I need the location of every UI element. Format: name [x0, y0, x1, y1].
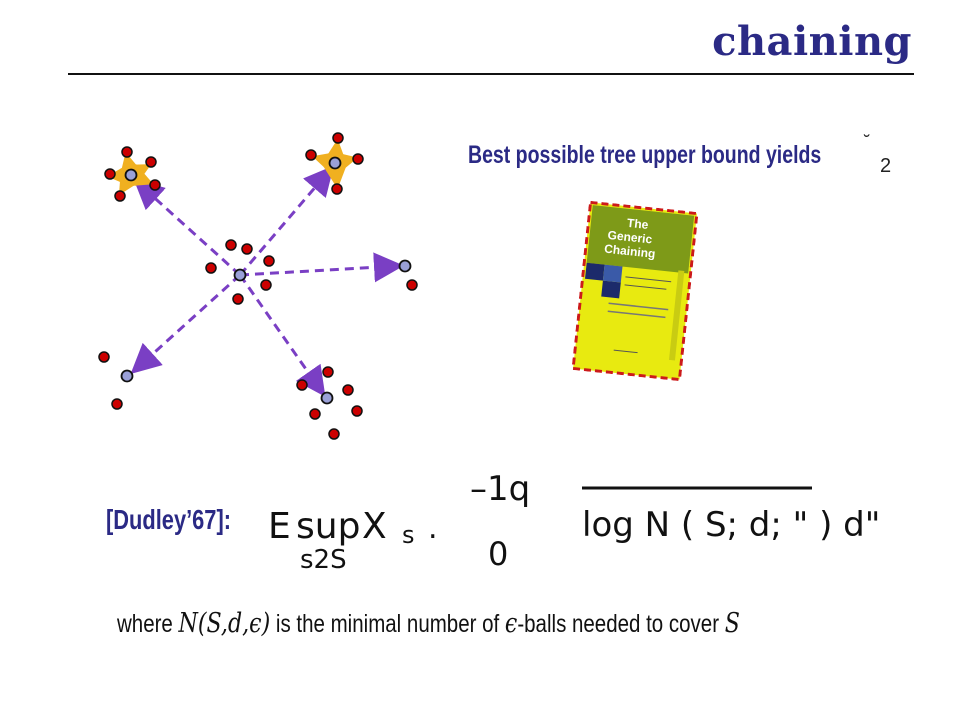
arrow-to-topright [238, 165, 334, 276]
definition-text-2: -balls needed to cover [517, 610, 720, 638]
formula-integral-bottom: 0 [488, 535, 508, 573]
book-title-line2: Generic [607, 228, 653, 247]
formula-sup: sup [296, 506, 360, 547]
formula-integral-top: –1q [470, 469, 530, 509]
center-bottomleft [120, 369, 134, 383]
definition-line: where N(S,d,ϵ) is the minimal number of … [117, 608, 740, 639]
gamma-subscript: 2 [880, 155, 892, 177]
center-root [233, 268, 247, 282]
gamma-symbol: ˘ [864, 132, 870, 152]
chaining-tree-diagram [98, 132, 418, 440]
center-topleft [124, 168, 138, 182]
arrow-to-right [239, 252, 404, 283]
formula-sub-s: s [402, 521, 415, 549]
formula-relation: . [428, 511, 438, 546]
formula-expectation: E [268, 506, 291, 547]
dudley-citation: [Dudley’67]: [106, 504, 231, 535]
covering-number: N(S,d,ϵ) [178, 608, 271, 639]
book-title-line1: The [626, 216, 649, 232]
generic-chaining-book-cover: The Generic Chaining [571, 200, 699, 382]
formula-sup-under: s2S [300, 545, 347, 575]
title-underline [68, 73, 914, 75]
book-title-line3: Chaining [604, 242, 657, 261]
arrow-to-topleft [133, 178, 242, 277]
arrow-to-bottomleft [130, 273, 242, 375]
center-topright [328, 156, 342, 170]
slide-title: chaining [712, 18, 912, 65]
definition-text-1: is the minimal number of [275, 610, 500, 638]
arrow-to-bottomright [238, 274, 326, 397]
epsilon-symbol: ϵ [504, 608, 518, 639]
where-word: where [117, 610, 173, 638]
tree-bound-statement: Best possible tree upper bound yields [468, 141, 822, 169]
formula-x: X [362, 506, 387, 547]
set-s-symbol: S [724, 608, 740, 639]
center-right [398, 259, 412, 273]
formula-integrand: log N ( S; d; " ) d" [582, 505, 880, 545]
center-bottomright [320, 391, 334, 405]
